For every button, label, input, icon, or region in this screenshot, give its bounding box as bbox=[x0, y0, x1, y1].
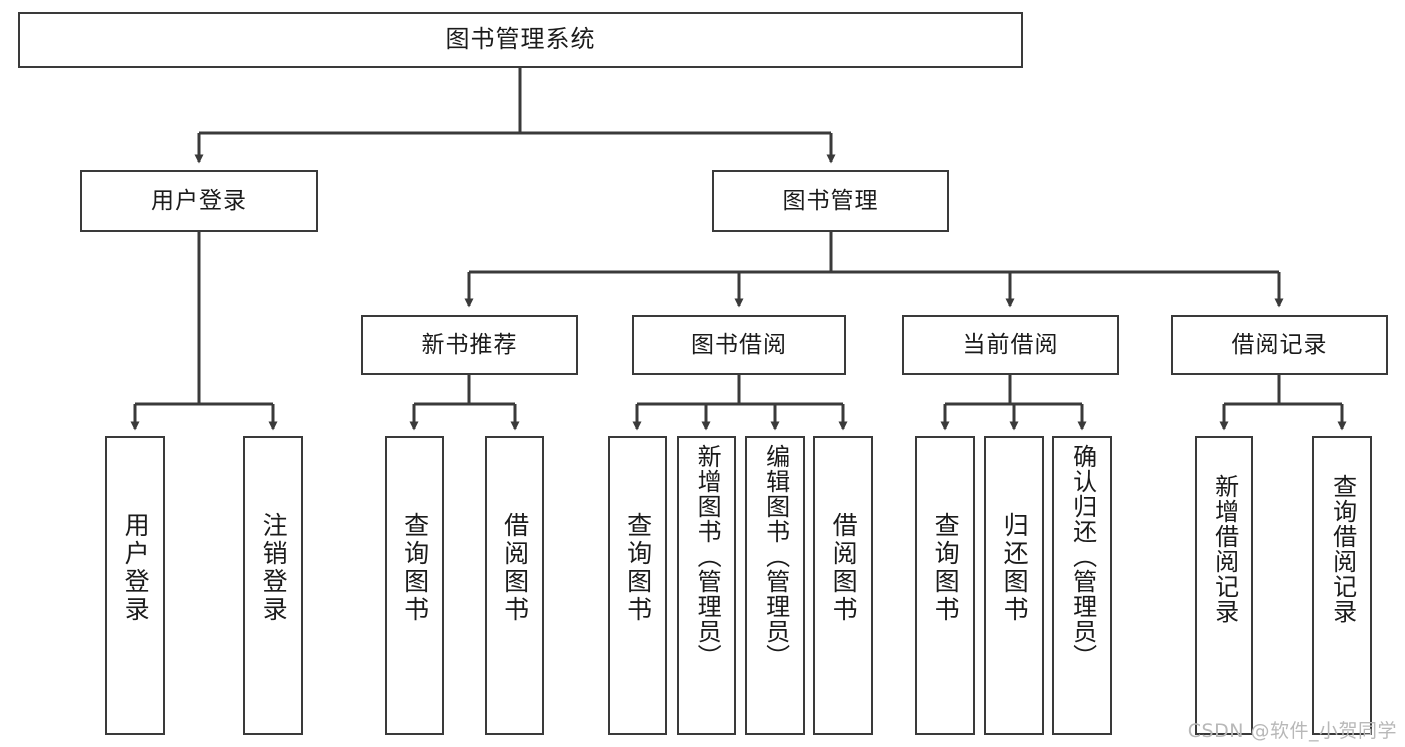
node-book-management[interactable]: 图书管理 bbox=[712, 170, 949, 232]
node-current-borrow[interactable]: 当前借阅 bbox=[902, 315, 1119, 375]
node-book-borrow[interactable]: 图书借阅 bbox=[632, 315, 846, 375]
node-label: 查询图书 bbox=[931, 512, 961, 624]
leaf-borrow-book-recommend[interactable]: 借阅图书 bbox=[485, 436, 544, 735]
leaf-edit-book-admin[interactable]: 编辑图书（管理员） bbox=[745, 436, 805, 735]
node-label: 用户登录 bbox=[121, 512, 151, 624]
node-label: 注销登录 bbox=[259, 512, 289, 624]
node-label: 编辑图书（管理员） bbox=[761, 444, 790, 669]
leaf-borrow-book[interactable]: 借阅图书 bbox=[813, 436, 873, 735]
node-user-login[interactable]: 用户登录 bbox=[80, 170, 318, 232]
node-label: 当前借阅 bbox=[962, 331, 1059, 358]
leaf-add-book-admin[interactable]: 新增图书（管理员） bbox=[677, 436, 736, 735]
node-label: 图书借阅 bbox=[691, 331, 787, 358]
node-label: 图书管理 bbox=[782, 187, 879, 214]
node-label: 归还图书 bbox=[1000, 512, 1030, 624]
leaf-user-login[interactable]: 用户登录 bbox=[105, 436, 165, 735]
node-label: 用户登录 bbox=[151, 187, 247, 214]
node-label: 查询图书 bbox=[400, 512, 430, 624]
leaf-query-book-borrow[interactable]: 查询图书 bbox=[608, 436, 667, 735]
csdn-watermark: CSDN @软件_小贺同学 bbox=[1187, 720, 1397, 742]
node-new-book-recommend[interactable]: 新书推荐 bbox=[361, 315, 578, 375]
node-label: 新书推荐 bbox=[421, 331, 518, 358]
node-label: 图书管理系统 bbox=[445, 25, 596, 54]
leaf-return-book[interactable]: 归还图书 bbox=[984, 436, 1044, 735]
node-label: 确认归还（管理员） bbox=[1068, 444, 1097, 669]
node-label: 借阅图书 bbox=[500, 512, 530, 624]
node-label: 新增借阅记录 bbox=[1210, 474, 1239, 624]
leaf-add-borrow-record[interactable]: 新增借阅记录 bbox=[1195, 436, 1253, 735]
node-label: 查询图书 bbox=[623, 512, 653, 624]
leaf-confirm-return-admin[interactable]: 确认归还（管理员） bbox=[1052, 436, 1112, 735]
leaf-query-book-current[interactable]: 查询图书 bbox=[915, 436, 975, 735]
leaf-query-book-recommend[interactable]: 查询图书 bbox=[385, 436, 444, 735]
node-label: 借阅图书 bbox=[829, 512, 859, 624]
node-label: 借阅记录 bbox=[1231, 331, 1328, 358]
node-root-book-management-system[interactable]: 图书管理系统 bbox=[18, 12, 1023, 68]
node-label: 查询借阅记录 bbox=[1328, 474, 1357, 624]
node-borrow-record[interactable]: 借阅记录 bbox=[1171, 315, 1388, 375]
leaf-logout[interactable]: 注销登录 bbox=[243, 436, 303, 735]
node-label: 新增图书（管理员） bbox=[693, 444, 722, 669]
leaf-query-borrow-record[interactable]: 查询借阅记录 bbox=[1312, 436, 1372, 735]
